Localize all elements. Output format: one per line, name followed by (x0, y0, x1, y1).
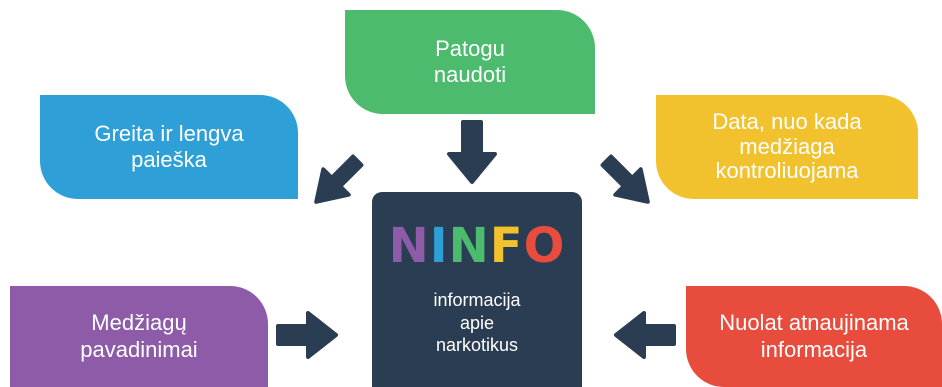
feature-box-control-date: Data, nuo kada medžiaga kontroliuojama (656, 95, 918, 199)
logo-letter: N (388, 218, 430, 274)
feature-box-substance-names: Medžiagų pavadinimai (10, 286, 268, 387)
subtitle-line: narkotikus (435, 335, 519, 355)
logo-letter: I (429, 218, 449, 274)
feature-box-line: naudoti (433, 62, 507, 87)
logo-letter: O (523, 218, 566, 274)
feature-box-line: Data, nuo kada (712, 109, 862, 135)
feature-box-easy-to-use: Patogu naudoti (345, 10, 595, 114)
feature-box-line: informacija (760, 336, 868, 362)
arrow-down-icon (447, 120, 497, 184)
ninfo-logo: NINFO (372, 222, 582, 270)
feature-box-line: medžiaga (739, 133, 835, 159)
logo-letter: F (489, 218, 524, 274)
subtitle-line: informacija (433, 290, 521, 310)
feature-box-line: Greita ir lengva (94, 120, 244, 146)
feature-box-line: pavadinimai (80, 336, 198, 362)
feature-box-line: Nuolat atnaujinama (719, 310, 909, 336)
subtitle-line: apie (459, 312, 495, 333)
arrow-left-icon (614, 311, 676, 359)
feature-box-line: Medžiagų (91, 310, 187, 336)
feature-box-line: kontroliuojama (715, 158, 859, 184)
feature-box-quick-search: Greita ir lengva paieška (40, 95, 298, 199)
arrow-down-right-icon (314, 154, 364, 204)
feature-box-constantly-updated: Nuolat atnaujinama informacija (686, 286, 942, 387)
feature-box-line: Patogu (435, 35, 505, 61)
ninfo-center-panel: NINFO informacija apie narkotikus (372, 192, 582, 387)
feature-box-line: paieška (131, 147, 207, 172)
arrow-down-left-icon (600, 154, 650, 204)
arrow-right-icon (276, 311, 338, 359)
logo-letter: N (448, 218, 490, 274)
ninfo-subtitle: informacija apie narkotikus (372, 289, 582, 357)
